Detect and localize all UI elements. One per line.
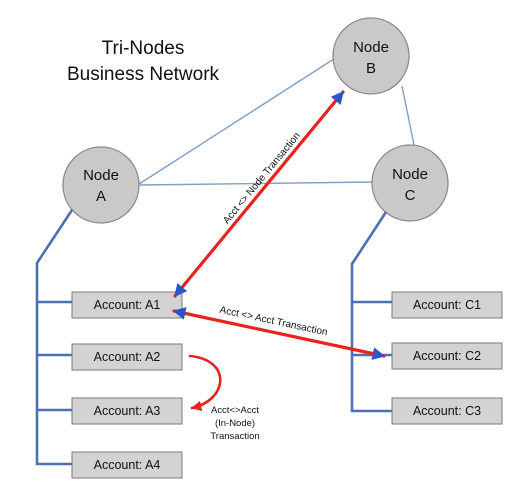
account-c1-box (391, 291, 503, 319)
account-a3-box (71, 397, 183, 425)
node-c-label-line2: C (405, 187, 416, 204)
account-a2: Account: A2 (71, 343, 183, 371)
diagram-title-line2: Business Network (67, 64, 220, 85)
node-b-label-line1: Node (353, 39, 389, 56)
node-c-label-line1: Node (392, 166, 428, 183)
node-a: Node A (62, 146, 140, 224)
acct-node-transaction-arrow (173, 90, 345, 298)
in-node-label-line2: (In-Node) (215, 418, 255, 429)
account-c1: Account: C1 (391, 291, 503, 319)
account-a1-box (71, 291, 183, 319)
tree-c-diagonal (350, 211, 388, 265)
in-node-label-line3: Transaction (210, 431, 259, 442)
account-a2-label: Account: A2 (94, 350, 161, 364)
account-a2-box (71, 343, 183, 371)
account-a1-label: Account: A1 (94, 298, 161, 312)
node-a-label-line2: A (96, 188, 106, 205)
account-c2: Account: C2 (391, 342, 503, 370)
acct-node-arrow-shaft (173, 90, 345, 298)
in-node-label-line1: Acct<>Acct (211, 405, 259, 416)
account-a4-box (71, 451, 183, 479)
in-node-arrow-curve (188, 354, 222, 412)
account-a3: Account: A3 (71, 397, 183, 425)
in-node-transaction-arrow (188, 354, 222, 412)
account-a1: Account: A1 (71, 291, 183, 319)
account-a4: Account: A4 (71, 451, 183, 479)
account-c2-box (391, 342, 503, 370)
node-c: Node C (371, 144, 449, 222)
account-c3-label: Account: C3 (413, 404, 481, 418)
acct-node-transaction-label: Acct <> Node Transaction (221, 131, 303, 227)
account-c2-label: Account: C2 (413, 349, 481, 363)
acct-acct-transaction-arrow (172, 307, 386, 360)
account-a3-label: Account: A3 (94, 404, 161, 418)
node-b-label-line2: B (366, 60, 376, 77)
link-b-c (401, 85, 415, 146)
node-a-account-tree (35, 209, 74, 466)
node-c-account-tree (350, 211, 392, 413)
acct-acct-arrow-shaft (172, 307, 386, 360)
node-c-circle (371, 144, 449, 222)
node-b-circle (332, 17, 410, 95)
node-a-circle (62, 146, 140, 224)
node-a-label-line1: Node (83, 167, 119, 184)
account-a4-label: Account: A4 (94, 458, 161, 472)
diagram-title-line1: Tri-Nodes (102, 38, 185, 59)
account-c1-label: Account: C1 (413, 298, 481, 312)
account-c3-box (391, 397, 503, 425)
tree-a-diagonal (35, 209, 74, 264)
node-b: Node B (332, 17, 410, 95)
account-c3: Account: C3 (391, 397, 503, 425)
